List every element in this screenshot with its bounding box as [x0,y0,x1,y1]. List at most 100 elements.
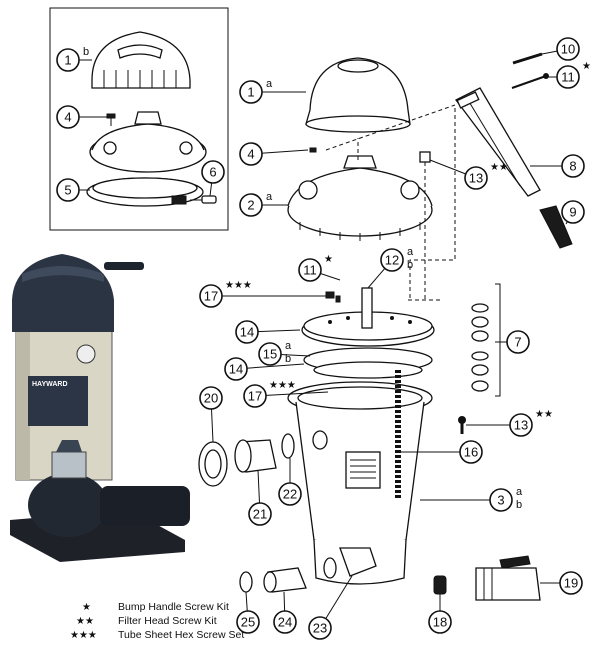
callout-number: 14 [229,362,243,377]
callout-number: 22 [283,487,297,502]
lid-1a [305,57,411,133]
legend: ★ Bump Handle Screw Kit ★★ Filter Head S… [70,601,244,641]
assembled-filter-photo: HAYWARD [10,254,190,562]
callout-number: 7 [514,335,521,350]
nut-13-upper [419,151,431,163]
drain-adapter-24 [263,567,307,593]
valve-19 [475,555,541,601]
callout-circle [239,193,263,217]
callout-number: 2 [247,198,254,213]
screw-13-lower [458,416,466,434]
callout-suffix: b [407,259,413,271]
callout-number: 12 [385,253,399,268]
tube-sheet-lower [303,347,433,379]
callout-circle [428,610,452,634]
o-ring-22 [281,433,295,459]
callout-suffix: b [83,46,89,58]
callout-circle [243,384,267,408]
gasket-25 [239,571,253,593]
callout-14-18: 14 [224,357,305,381]
callout-circle [464,166,488,190]
callout-circle [273,610,297,634]
callout-circle [308,616,332,640]
callout-circle [199,284,223,308]
callout-number: 6 [209,165,216,180]
filter-head-2a [287,155,433,241]
cap-18 [433,575,447,595]
callout-1-a-4: 1a [239,78,306,104]
callout-circle [199,386,223,410]
callout-circle [235,320,259,344]
callout-16-22: 16 [400,440,483,464]
legend-label-2: Filter Head Screw Kit [118,615,217,627]
callout-number: 14 [240,325,254,340]
callout-circle [278,482,302,506]
callout-suffix: a [407,246,414,258]
callout-4-1: 4 [56,105,108,129]
legend-stars-1: ★ [82,602,91,613]
callout-13-11: 13★★ [429,159,508,190]
drain-23 [323,547,377,579]
callout-stars: ★ [324,254,333,265]
callout-number: 17 [204,289,218,304]
callout-leader [254,391,329,397]
o-rings-7 [471,283,506,397]
callout-circle [224,357,248,381]
callout-suffix: a [516,486,523,498]
callout-stars: ★★★ [225,280,252,291]
screw-11 [511,73,549,89]
callout-circle [236,610,260,634]
callout-1-b-0: 1b [56,46,92,72]
callout-circle [56,105,80,129]
callout-number: 25 [241,615,255,630]
inset-box [49,7,229,231]
bump-handle-8 [455,87,541,197]
callout-suffix: a [266,191,273,203]
callout-circle [248,502,272,526]
callout-circle [489,488,513,512]
callout-circle [258,342,282,366]
callout-3-ab-25: 3ab [420,486,523,512]
legend-label-3: Tube Sheet Hex Screw Set [118,629,244,641]
callout-12-ab-13: 12 ab [367,246,414,289]
legend-stars-3: ★★★ [70,630,97,641]
callout-number: 13 [514,418,528,433]
callout-circle [298,258,322,282]
callout-4-5: 4 [239,142,309,166]
callout-circle [561,154,585,178]
callout-circle [56,48,80,72]
inset-cap-1b [91,31,191,89]
pin-10 [512,52,543,65]
callout-2-a-6: 2a [239,191,288,217]
callout-number: 11 [561,70,575,85]
callout-circle [561,200,585,224]
inset-head [89,111,207,173]
callout-19-26: 19 [540,571,583,595]
guide-lines [325,104,456,301]
callout-circle [239,80,263,104]
callout-suffix: b [516,499,522,511]
callout-24-28: 24 [273,591,297,634]
callout-17-19: 17★★★ [243,380,329,408]
callout-9-10: 9 [561,200,585,225]
callout-number: 16 [464,445,478,460]
callout-number: 5 [64,183,71,198]
callout-10-7: 10 [541,37,580,61]
callout-23-29: 23 [308,575,353,640]
callout-circle [506,330,530,354]
callout-number: 21 [253,507,267,522]
callout-number: 19 [564,576,578,591]
grip-9 [539,205,573,249]
callout-11-8: 11 ★ [546,61,591,89]
callout-circle [201,160,225,184]
callout-number: 15 [263,347,277,362]
callout-17-14: 17 ★★★ [199,280,326,308]
tube-sheet-14 [301,287,435,347]
callout-circle [239,142,263,166]
callout-18-30: 18 [428,594,452,634]
callout-stars: ★ [582,61,591,72]
callout-circle [56,178,80,202]
callout-circle [556,65,580,89]
callout-number: 1 [247,85,254,100]
